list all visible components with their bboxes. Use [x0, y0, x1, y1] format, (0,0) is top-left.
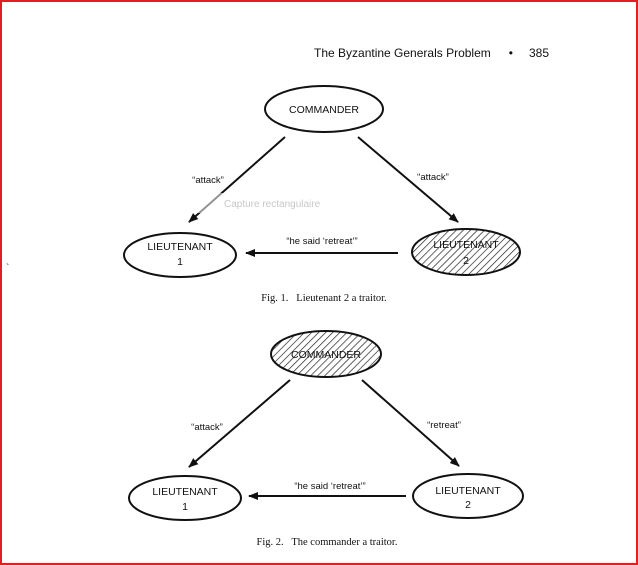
lieutenant-2-number-fig1: 2 [463, 255, 469, 267]
lieutenant-2-label-fig2: LIEUTENANT [435, 485, 501, 497]
commander-label-fig2: COMMANDER [291, 349, 361, 361]
commander-node-fig2-traitor [270, 330, 382, 378]
header-separator: • [508, 46, 513, 60]
figure-2-caption: Fig. 2. The commander a traitor. [257, 537, 398, 548]
lieutenant-1-label-fig1: LIEUTENANT [147, 241, 213, 253]
edge-commander-to-lt2-fig2 [361, 379, 460, 467]
page-header: The Byzantine Generals Problem • 385 [314, 46, 549, 60]
edge-label-bottom-fig1: “he said ‘retreat’” [286, 236, 357, 247]
lieutenant-1-label-fig2: LIEUTENANT [152, 486, 218, 498]
lieutenant-2-number-fig2: 2 [465, 499, 471, 511]
edge-label-right-fig2: “retreat” [427, 420, 461, 431]
lieutenant-1-node-fig1 [123, 232, 237, 278]
lieutenant-2-node-fig1-traitor [411, 228, 521, 276]
capture-overlay-label: Capture rectangulaire [224, 199, 321, 210]
figure-1-caption: Fig. 1. Lieutenant 2 a traitor. [261, 293, 386, 304]
lieutenant-2-node-fig2 [412, 473, 524, 519]
stray-mark: ` [6, 263, 10, 274]
edge-commander-to-lt1-fig2 [188, 379, 291, 468]
edge-label-right-fig1: “attack” [417, 172, 449, 183]
edge-label-bottom-fig2: “he said ‘retreat’” [294, 481, 365, 492]
lieutenant-1-node-fig2 [128, 475, 242, 521]
lieutenant-1-number-fig2: 1 [182, 501, 188, 513]
edge-label-left-fig2: “attack” [191, 422, 223, 433]
page-number: 385 [528, 46, 549, 60]
figure-2: COMMANDER LIEUTENANT 1 LIEUTENANT 2 “att… [128, 330, 524, 548]
lieutenant-1-number-fig1: 1 [177, 256, 183, 268]
edge-commander-to-lt2-fig1 [357, 136, 459, 223]
edge-label-left-fig1: “attack” [192, 175, 224, 186]
figure-1: COMMANDER LIEUTENANT 1 LIEUTENANT 2 “att… [123, 85, 521, 304]
capture-overlay-box [192, 193, 388, 213]
commander-label-fig1: COMMANDER [289, 104, 359, 116]
commander-node-fig1 [264, 85, 384, 133]
header-title: The Byzantine Generals Problem [314, 46, 491, 60]
lieutenant-2-label-fig1: LIEUTENANT [433, 239, 499, 251]
